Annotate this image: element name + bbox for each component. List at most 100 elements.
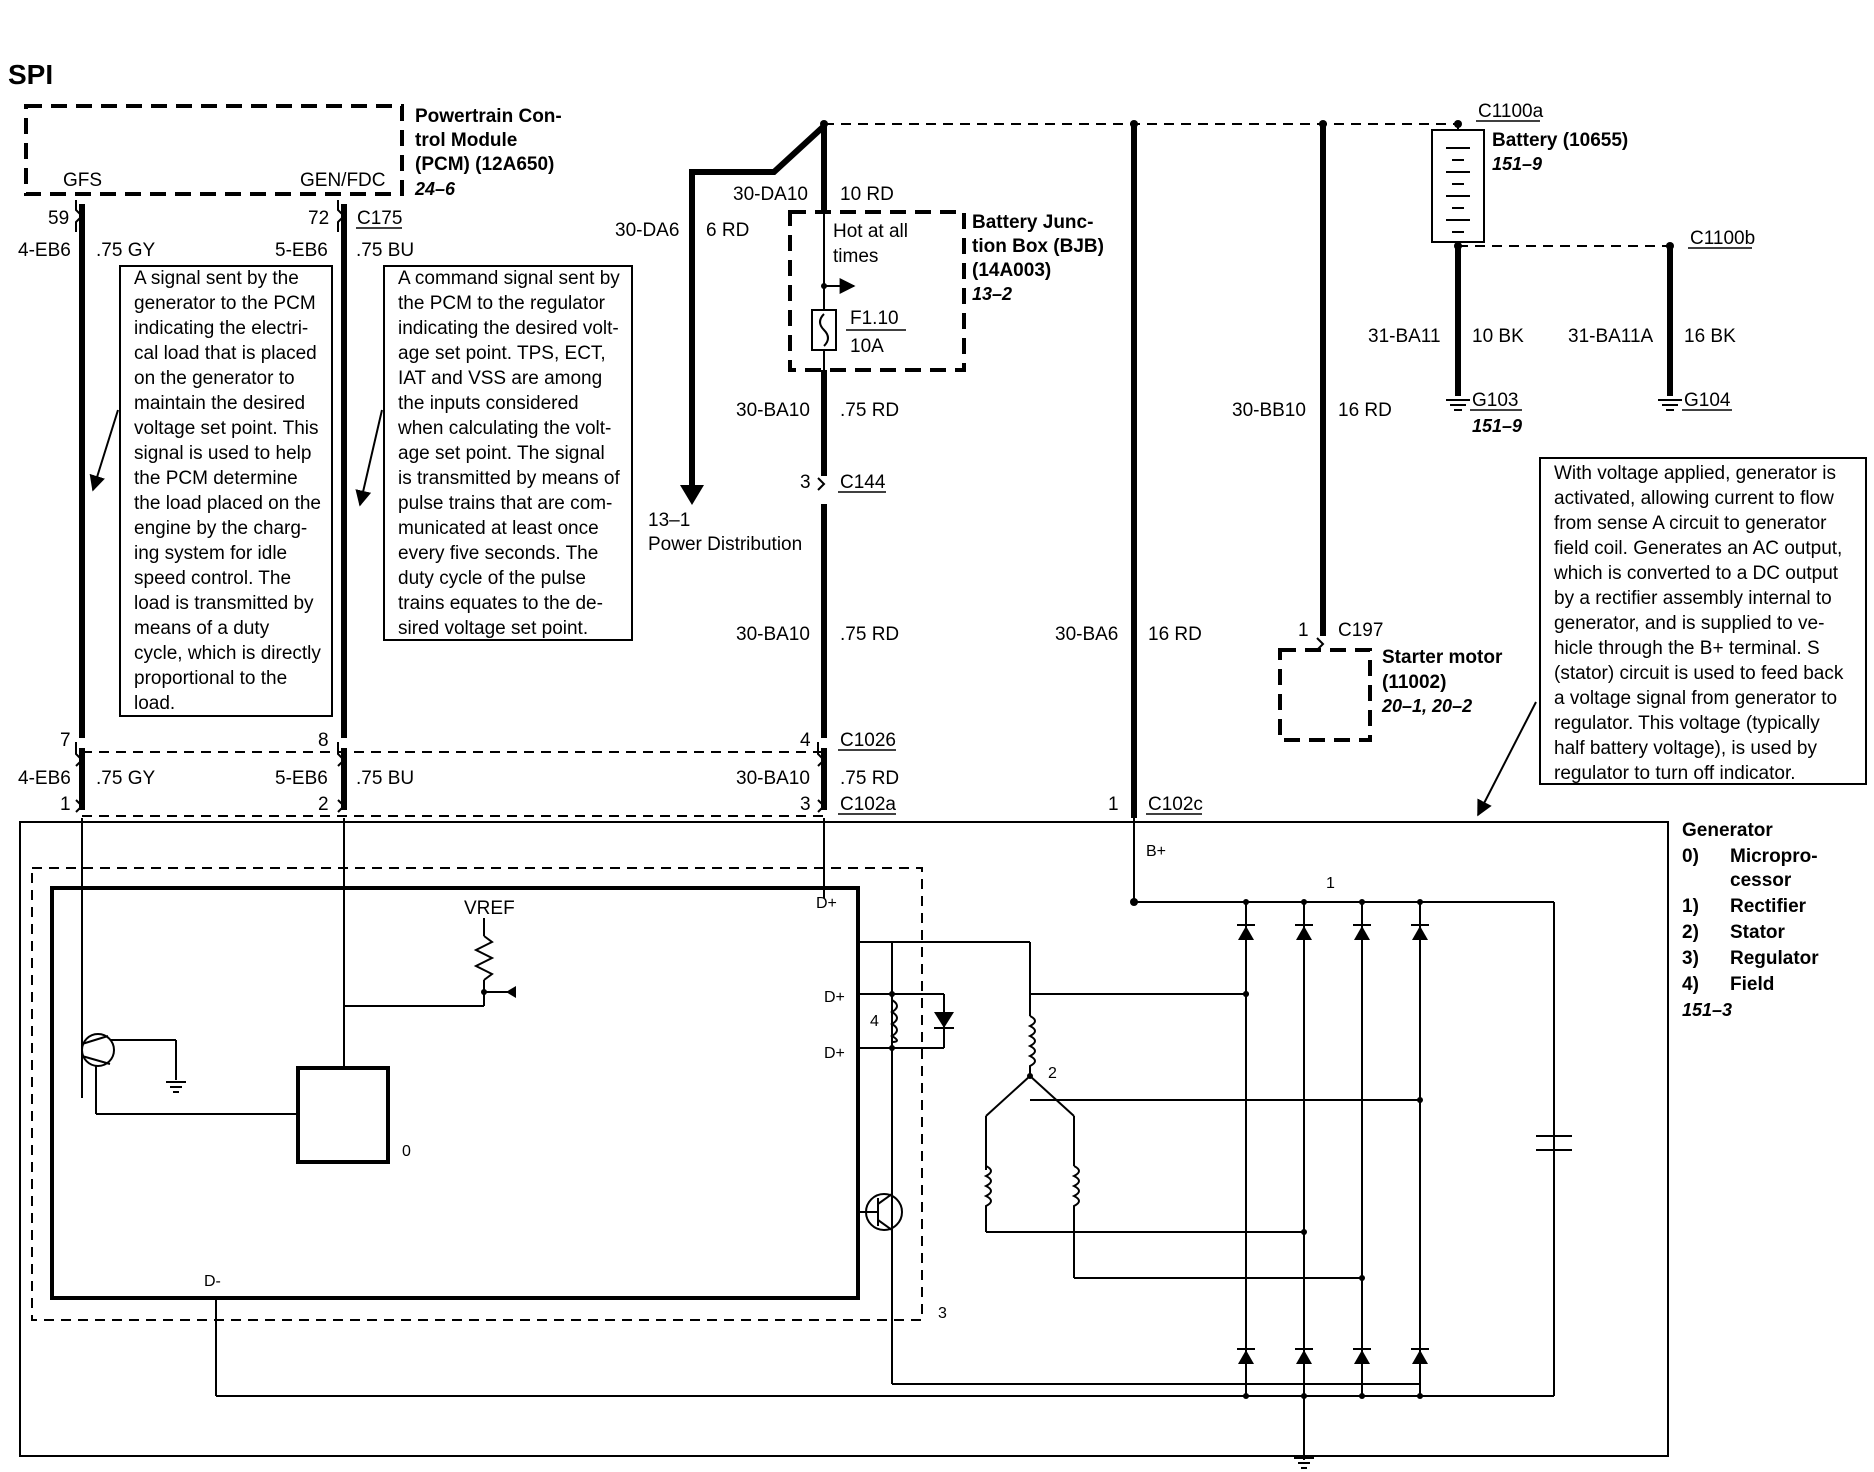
generator-note-line: half battery voltage), is used by (1554, 738, 1817, 759)
generator-note-line: field coil. Generates an AC output, (1554, 538, 1842, 559)
gfs-note-line: load. (134, 693, 175, 714)
wire-da10: 30-DA10 (733, 184, 808, 205)
wire-rd075-a: .75 RD (840, 400, 899, 421)
phase-tap-node (1417, 1097, 1423, 1103)
legend-num-3: 3) (1682, 948, 1699, 969)
c175-label: C175 (357, 208, 402, 229)
gen-note-line: pulse trains that are com- (398, 493, 612, 514)
gen-note-line: the inputs considered (398, 393, 579, 414)
legend-item-3: Regulator (1730, 948, 1819, 969)
gen-note-line: age set point. The signal (398, 443, 605, 464)
pcm-name-line-1: Powertrain Con- (415, 106, 562, 127)
wire-rd16-bb10: 16 RD (1338, 400, 1392, 421)
pcm-name-line-3: (PCM) (12A650) (415, 154, 554, 175)
gen-note-line: sired voltage set point. (398, 618, 588, 639)
callout-rectifier: 1 (1326, 875, 1335, 892)
callout-micro: 0 (402, 1143, 411, 1160)
gfs-note-line: indicating the electri- (134, 318, 308, 339)
callout-stator: 2 (1048, 1065, 1057, 1082)
gfs-note: A signal sent by the generator to the PCM… (119, 265, 333, 717)
gfs-wire (75, 200, 85, 813)
gen-note-line: IAT and VSS are among (398, 368, 602, 389)
generator-note-line: by a rectifier assembly internal to (1554, 588, 1832, 609)
battery-junction-box: Hot at all times F1.10 10A Battery Junc-… (788, 126, 1104, 372)
sense-wire-30-ba10 (817, 370, 827, 813)
pcm-pin-gen: GEN/FDC (300, 170, 386, 191)
generator-note-line: a voltage signal from generator to (1554, 688, 1837, 709)
c197-pin: 1 (1298, 620, 1309, 641)
rectifier-diode-upper (1412, 926, 1428, 940)
c1026-pin-8: 8 (318, 730, 329, 751)
wire-4-eb6-top: 4-EB6 (18, 240, 71, 261)
c102a-pin-3: 3 (800, 794, 811, 815)
wire-5-eb6-top: 5-EB6 (275, 240, 328, 261)
pcm-pin-59: 59 (48, 208, 69, 229)
g103-label: G103 (1472, 390, 1518, 411)
legend-num-0: 0) (1682, 846, 1699, 867)
rectifier-diode-lower (1412, 1350, 1428, 1364)
gfs-note-line: A signal sent by the (134, 268, 299, 289)
callout-regulator: 3 (938, 1305, 947, 1322)
gfs-note-line: the PCM determine (134, 468, 298, 489)
gen-note-line: is transmitted by means of (398, 468, 620, 489)
gen-note-line: A command signal sent by (398, 268, 620, 289)
gfs-note-line: voltage set point. This (134, 418, 318, 439)
rectifier-diode-upper (1296, 926, 1312, 940)
gfs-note-line: maintain the desired (134, 393, 305, 414)
g104-label: G104 (1684, 390, 1731, 411)
gfs-note-line: the load placed on the (134, 493, 321, 514)
bplus-terminal-label: B+ (1146, 843, 1166, 860)
wire-bb10: 30-BB10 (1232, 400, 1306, 421)
gen-note-line: duty cycle of the pulse (398, 568, 586, 589)
rectifier-node (1243, 1393, 1249, 1399)
c1100a-label: C1100a (1478, 101, 1544, 122)
rectifier-diode-lower (1354, 1350, 1370, 1364)
gen-note-line: when calculating the volt- (397, 418, 611, 439)
c102a-pin-1: 1 (60, 794, 71, 815)
bjb-name-line-3: (14A003) (972, 260, 1051, 281)
generator-note-line: With voltage applied, generator is (1554, 463, 1836, 484)
legend-item-4: Field (1730, 974, 1774, 995)
c144-label: C144 (840, 472, 886, 493)
generator-note-line: regulator. This voltage (typically (1554, 713, 1820, 734)
gfs-note-line: means of a duty (134, 618, 270, 639)
generator-note-line: hicle through the B+ terminal. S (1554, 638, 1820, 659)
callout-field: 4 (870, 1013, 879, 1030)
gen-note-line: trains equates to the de- (398, 593, 603, 614)
dplus-label-2: D+ (824, 989, 845, 1006)
wire-bk10: 10 BK (1472, 326, 1524, 347)
phase-tap-node (1301, 1229, 1307, 1235)
wire-gy-top: .75 GY (96, 240, 155, 261)
legend-num-1: 1) (1682, 896, 1699, 917)
bjb-hot-line-1: Hot at all (833, 221, 908, 242)
bjb-hot-line-2: times (833, 246, 878, 267)
starter-name-line-2: (11002) (1382, 672, 1446, 693)
rectifier-diode-lower (1238, 1350, 1254, 1364)
pcm-page-ref: 24–6 (414, 179, 456, 199)
legend-item-1: Rectifier (1730, 896, 1807, 917)
ground-wire-g104 (1658, 246, 1682, 411)
wire-rd075-b: .75 RD (840, 624, 899, 645)
phase-tap-node (1359, 1275, 1365, 1281)
wire-rd16-ba6: 16 RD (1148, 624, 1202, 645)
battery (1431, 120, 1485, 250)
fuse-f1-10: F1.10 (850, 308, 899, 329)
g103-page-ref: 151–9 (1472, 416, 1522, 436)
rectifier-diode-upper (1354, 926, 1370, 940)
gfs-note-line: generator to the PCM (134, 293, 316, 314)
battery-page-ref: 151–9 (1492, 154, 1542, 174)
generator-note-line: which is converted to a DC output (1553, 563, 1839, 584)
pcm-pin-gfs: GFS (63, 170, 102, 191)
pcm-module: Powertrain Con- trol Module (PCM) (12A65… (24, 104, 562, 229)
generator-note-line: generator, and is supplied to ve- (1554, 613, 1824, 634)
rectifier-diode-lower (1296, 1350, 1312, 1364)
rectifier-node (1359, 1393, 1365, 1399)
c1026-pin-4: 4 (800, 730, 811, 751)
gen-wire (337, 200, 347, 813)
generator-note-line: (stator) circuit is used to feed back (1554, 663, 1844, 684)
legend-num-2: 2) (1682, 922, 1699, 943)
generator-legend: Generator 0) Micropro- cessor 1) Rectifi… (1682, 820, 1819, 1020)
gfs-note-line: signal is used to help (134, 443, 311, 464)
gen-note-line: every five seconds. The (398, 543, 598, 564)
